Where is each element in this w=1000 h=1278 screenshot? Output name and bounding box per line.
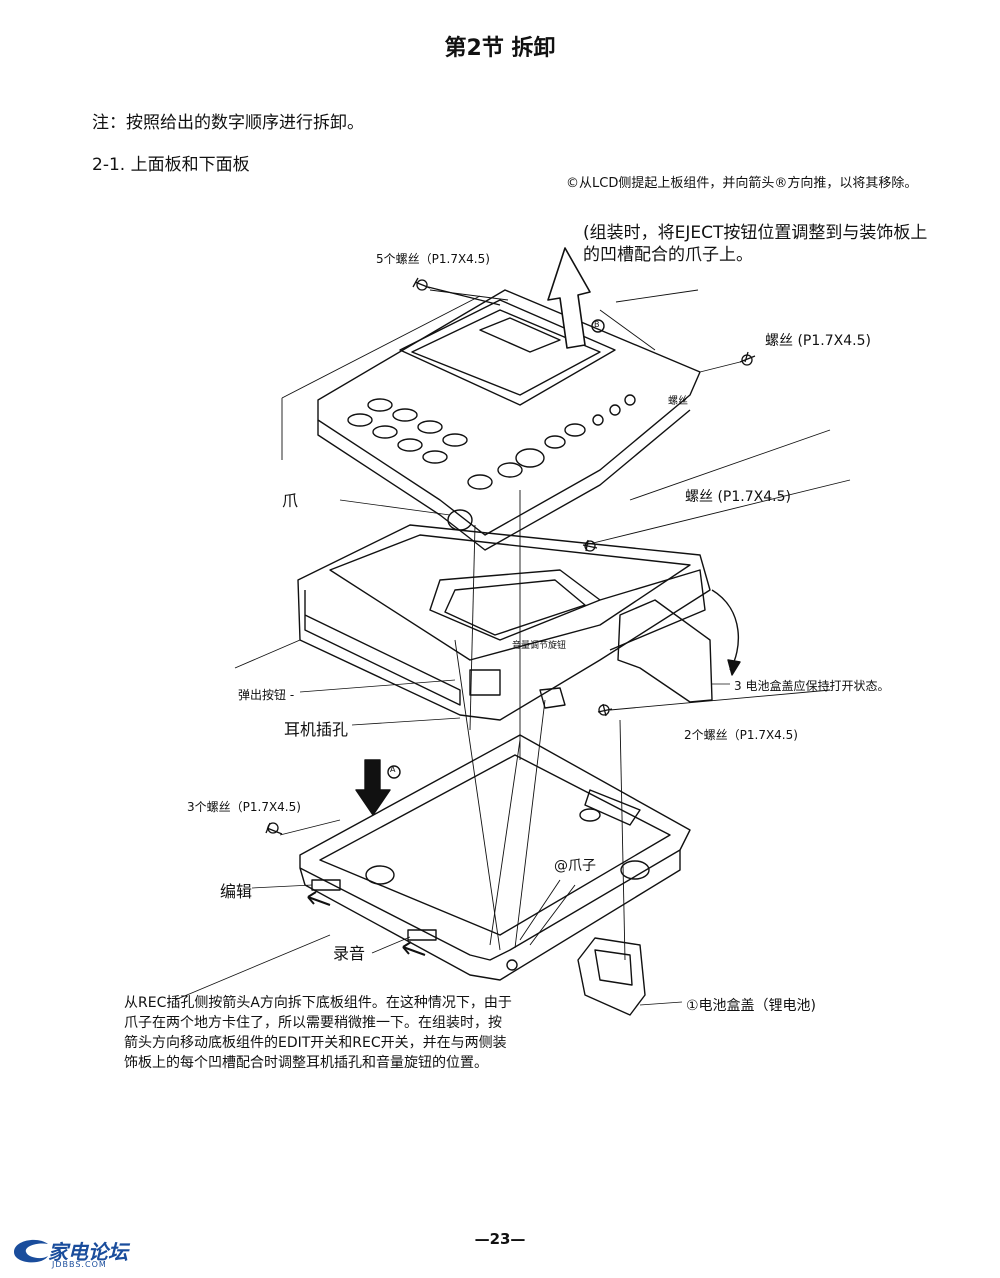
label-battery-lid-open: 3 电池盒盖应保持打开状态。 (734, 679, 890, 693)
logo-name: 家电论坛 (48, 1240, 128, 1264)
assembly-note: (组装时，将EJECT按钮位置调整到与装饰板上的凹槽配合的爪子上。 (583, 223, 928, 265)
section-heading: 2-1. 上面板和下面板 (92, 155, 250, 175)
bottom-paragraph: 从REC插孔侧按箭头A方向拆下底板组件。在这种情况下，由于爪子在两个地方卡住了，… (124, 995, 512, 1071)
label-volume-knob: 音量调节旋钮 (512, 641, 567, 651)
label-screw-small: 螺丝 (668, 396, 688, 407)
arrow-a (355, 759, 391, 816)
screw-group (265, 277, 756, 835)
logo-url: JDBBS.COM (52, 1260, 107, 1269)
label-screw-mid: 螺丝 (P1.7X4.5) (685, 489, 791, 505)
label-claws: @爪子 (554, 858, 596, 874)
page-title: 第2节 拆卸 (444, 36, 556, 61)
label-edit: 编辑 (220, 882, 253, 901)
disassembly-note: 注：按照给出的数字顺序进行拆卸。 (92, 113, 364, 133)
label-headphone-jack: 耳机插孔 (284, 720, 349, 739)
label-screw-right: 螺丝 (P1.7X4.5) (765, 333, 871, 349)
label-screws-2: 2个螺丝（P1.7X4.5) (684, 728, 798, 742)
label-battery-lid-lithium: ①电池盒盖（锂电池) (686, 998, 817, 1014)
marker-b: B (594, 320, 600, 329)
instruction-b: ©从LCD侧提起上板组件，并向箭头®方向推，以将其移除。 (566, 176, 918, 191)
main-body (297, 524, 711, 721)
label-record: 录音 (333, 944, 366, 963)
page-number: —23— (474, 1230, 526, 1248)
battery-lid-3 (617, 599, 713, 703)
marker-a: A (390, 765, 396, 774)
label-claw: 爪 (282, 491, 299, 510)
top-panel-assembly (317, 289, 701, 551)
label-eject-button: 弹出按钮 - (238, 688, 295, 702)
battery-lid-1 (577, 937, 646, 1016)
arrow-b (547, 247, 591, 349)
label-screws-5: 5个螺丝（P1.7X4.5) (376, 252, 490, 266)
jdbbs-logo-icon (14, 1239, 48, 1263)
label-screws-3: 3个螺丝（P1.7X4.5) (187, 800, 301, 814)
